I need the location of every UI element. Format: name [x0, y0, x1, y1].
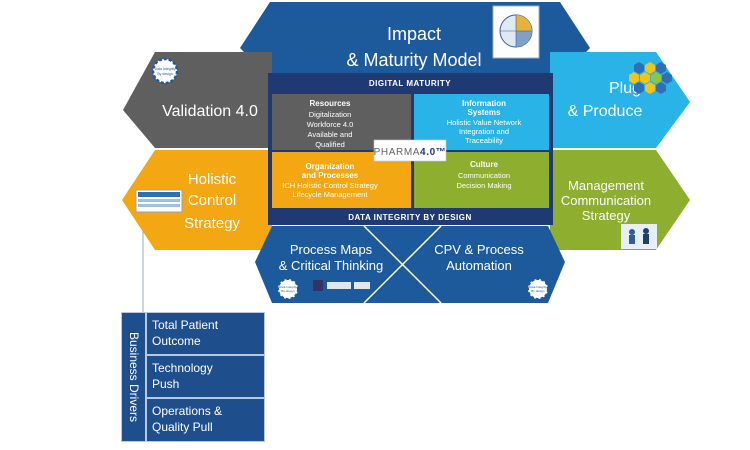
svg-text:Data Integrity: Data Integrity — [155, 67, 176, 71]
pharma-logo-text: PHARMA4.0™ — [374, 147, 447, 158]
holistic-label: Strategy — [184, 215, 240, 232]
hex-validation[interactable] — [123, 52, 272, 148]
control-strategy-screenshot-icon — [135, 189, 183, 213]
process-maps-label: Process Maps — [290, 242, 373, 257]
business-drivers-label-cell: Business Drivers — [121, 312, 146, 442]
driver-line: Total Patient — [152, 318, 219, 332]
business-drivers-label: Business Drivers — [126, 331, 141, 423]
team-photo-icon — [621, 224, 657, 249]
pharma-logo: PHARMA4.0™ — [374, 139, 447, 162]
information-item: Traceability — [465, 136, 503, 145]
driver-line: Technology — [152, 361, 213, 375]
management-label: Communication — [561, 193, 651, 208]
svg-text:By design: By design — [281, 289, 295, 293]
validation-label: Validation 4.0 — [162, 103, 258, 120]
driver-line: Push — [152, 377, 180, 391]
driver-line: Quality Pull — [152, 420, 213, 434]
x-divider — [363, 225, 442, 304]
data-integrity-badge-icon: Data Integrity By design — [151, 57, 179, 85]
resources-item: Workforce 4.0 — [307, 120, 354, 129]
driver-line: Operations & — [152, 404, 223, 418]
svg-text:Data Integrity: Data Integrity — [529, 285, 547, 289]
process-maps-label: & Critical Thinking — [279, 258, 384, 273]
maturity-model-icon — [492, 5, 540, 59]
partner-logos-icon — [313, 280, 370, 291]
data-integrity-band — [268, 208, 553, 225]
organization-item: Lifecycle Management — [292, 190, 368, 199]
culture-item: Decision Making — [456, 181, 511, 190]
digital-maturity-label: DIGITAL MATURITY — [369, 79, 451, 88]
culture-quadrant[interactable] — [414, 152, 549, 208]
organization-item: ICH Holistic Control Strategy — [282, 181, 378, 190]
impact-subtitle: & Maturity Model — [346, 50, 481, 70]
data-integrity-badge-icon: Data Integrity By design — [527, 278, 549, 300]
data-integrity-label: DATA INTEGRITY BY DESIGN — [348, 213, 472, 222]
holistic-label: Holistic — [188, 171, 237, 188]
svg-text:By design: By design — [157, 72, 172, 76]
hex-holistic-control[interactable] — [122, 150, 272, 250]
hex-plug-produce[interactable] — [550, 52, 690, 148]
culture-title: Culture — [470, 160, 499, 169]
plug-label: & Produce — [568, 103, 643, 120]
driver-technology-push[interactable]: Technology Push — [146, 355, 265, 398]
information-title: Systems — [468, 108, 501, 117]
cpv-label: Automation — [446, 258, 512, 273]
organization-title: and Processes — [302, 171, 359, 180]
hex-cluster-icon — [629, 62, 672, 94]
resources-item: Qualified — [315, 140, 345, 149]
information-item: Holistic Value Network — [447, 118, 522, 127]
impact-title: Impact — [387, 24, 441, 44]
organization-title: Organization — [306, 162, 355, 171]
information-item: Integration and — [459, 127, 509, 136]
resources-title: Resources — [310, 99, 351, 108]
digital-maturity-band — [268, 73, 553, 91]
culture-item: Communication — [458, 171, 510, 180]
resources-item: Available and — [308, 130, 353, 139]
driver-total-patient-outcome[interactable]: Total Patient Outcome — [146, 312, 265, 355]
organization-quadrant[interactable] — [272, 152, 411, 208]
business-drivers-table: Business Drivers Total Patient Outcome T… — [121, 312, 265, 442]
driver-operations-quality-pull[interactable]: Operations & Quality Pull — [146, 398, 265, 442]
hex-cpv[interactable] — [398, 226, 565, 303]
cpv-label: CPV & Process — [434, 242, 524, 257]
data-integrity-badge-icon: Data Integrity By design — [277, 278, 299, 300]
management-label: Management — [568, 178, 644, 193]
holistic-label: Control — [188, 192, 236, 209]
svg-text:By design: By design — [531, 289, 545, 293]
driver-line: Outcome — [152, 334, 201, 348]
management-label: Strategy — [582, 208, 631, 223]
plug-label: Plug — [609, 80, 641, 97]
svg-text:Data Integrity: Data Integrity — [279, 285, 297, 289]
resources-item: Digitalization — [309, 110, 352, 119]
information-title: Information — [462, 99, 506, 108]
